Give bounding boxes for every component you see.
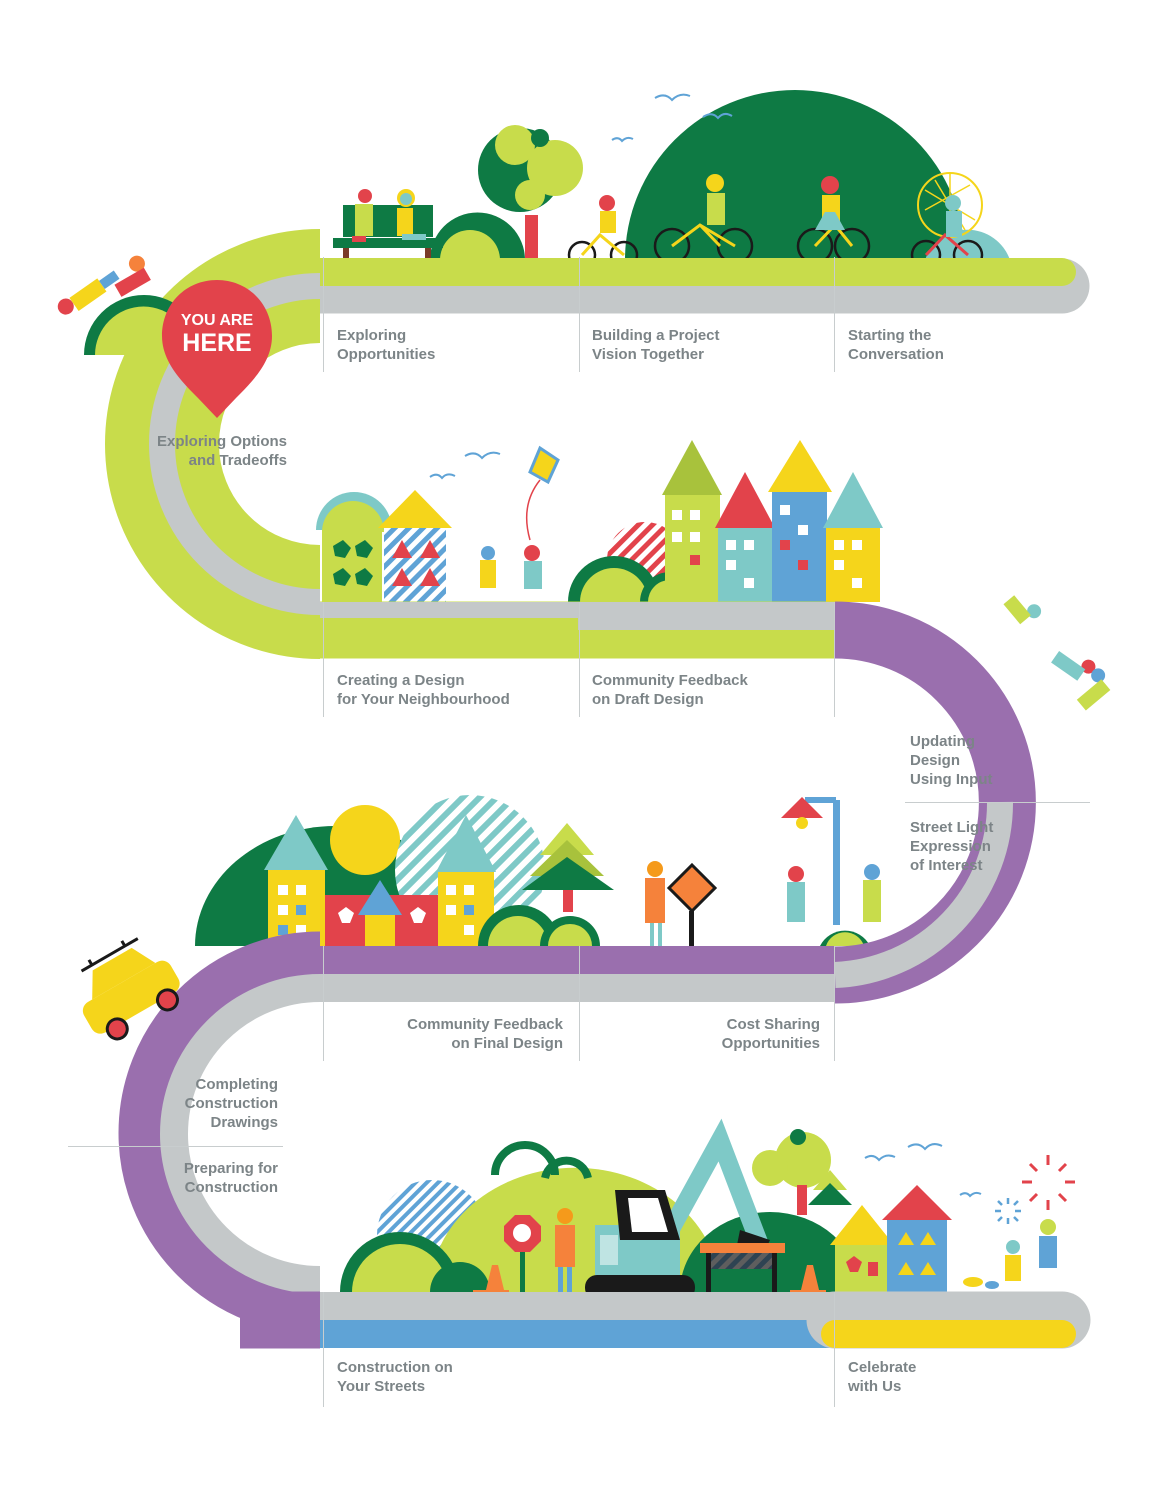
step-label-line: Preparing for <box>183 1160 278 1177</box>
divider <box>579 946 580 1061</box>
step-feedback-draft: Community Feedback on Draft Design <box>592 671 748 709</box>
step-label-line: Building a Project <box>592 327 720 344</box>
step-label-line: Opportunities <box>337 346 436 363</box>
step-label-line: for Your Neighbourhood <box>337 691 510 708</box>
divider <box>834 1292 835 1407</box>
step-label-line: Your Streets <box>337 1378 426 1395</box>
scene-construction <box>340 1118 1075 1300</box>
divider <box>834 602 835 717</box>
step-label-line: Completing <box>195 1076 279 1093</box>
step-label-line: Design <box>910 752 961 769</box>
scene-park-cycling <box>333 90 1010 271</box>
step-label-line: Vision Together <box>592 346 704 363</box>
divider <box>579 602 580 717</box>
divider <box>323 1292 324 1407</box>
step-cost-sharing: Cost Sharing Opportunities <box>670 1015 820 1053</box>
step-label-line: with Us <box>848 1378 902 1395</box>
divider <box>68 1146 283 1147</box>
divider <box>323 602 324 717</box>
step-creating-design: Creating a Design for Your Neighbourhood <box>337 671 510 709</box>
step-construction-streets: Construction on Your Streets <box>337 1358 453 1396</box>
step-exploring-options: Exploring Options and Tradeoffs <box>137 432 287 470</box>
scene-street-light <box>195 795 881 954</box>
step-label-line: Drawings <box>210 1114 278 1131</box>
you-are-here-line1: YOU ARE <box>180 312 254 329</box>
step-label-line: Exploring <box>337 327 407 344</box>
divider <box>834 946 835 1061</box>
step-exploring-opportunities: Exploring Opportunities <box>337 326 435 364</box>
step-label-line: Community Feedback <box>407 1016 563 1033</box>
step-celebrate: Celebrate with Us <box>848 1358 916 1396</box>
step-label-line: Street Light <box>910 819 994 836</box>
step-label-line: Construction <box>184 1095 278 1112</box>
you-are-here-pin <box>162 280 272 418</box>
step-feedback-final: Community Feedback on Final Design <box>383 1015 563 1053</box>
step-label-line: and Tradeoffs <box>188 452 287 469</box>
step-label-line: Cost Sharing <box>726 1016 820 1033</box>
step-label-line: Conversation <box>848 346 944 363</box>
divider <box>323 946 324 1061</box>
divider <box>905 802 1090 803</box>
you-are-here-line2: HERE <box>182 329 252 357</box>
you-are-here-label: YOU ARE HERE <box>164 312 270 356</box>
step-label-line: on Final Design <box>451 1035 563 1052</box>
step-label-line: Updating <box>910 733 975 750</box>
divider <box>579 257 580 372</box>
step-preparing-construction: Preparing for Construction <box>148 1159 278 1197</box>
step-label-line: Starting the <box>848 327 932 344</box>
step-label-line: Creating a Design <box>337 672 465 689</box>
step-label-line: Opportunities <box>721 1035 820 1052</box>
scene-neighbourhood <box>316 440 883 602</box>
step-completing-drawings: Completing Construction Drawings <box>148 1075 278 1132</box>
step-label-line: Using Input <box>910 771 993 788</box>
step-building-vision: Building a Project Vision Together <box>592 326 720 364</box>
step-label-line: Exploring Options <box>157 433 287 450</box>
step-label-line: on Draft Design <box>592 691 704 708</box>
divider <box>834 257 835 372</box>
step-label-line: of Interest <box>910 857 983 874</box>
step-updating-design: Updating Design Using Input <box>910 732 993 789</box>
step-label-line: Construction <box>184 1179 278 1196</box>
step-street-light: Street Light Expression of Interest <box>910 818 993 875</box>
step-label-line: Community Feedback <box>592 672 748 689</box>
step-starting-conversation: Starting the Conversation <box>848 326 944 364</box>
step-label-line: Expression <box>910 838 991 855</box>
divider <box>323 257 324 372</box>
step-label-line: Construction on <box>337 1359 453 1376</box>
step-label-line: Celebrate <box>848 1359 917 1376</box>
